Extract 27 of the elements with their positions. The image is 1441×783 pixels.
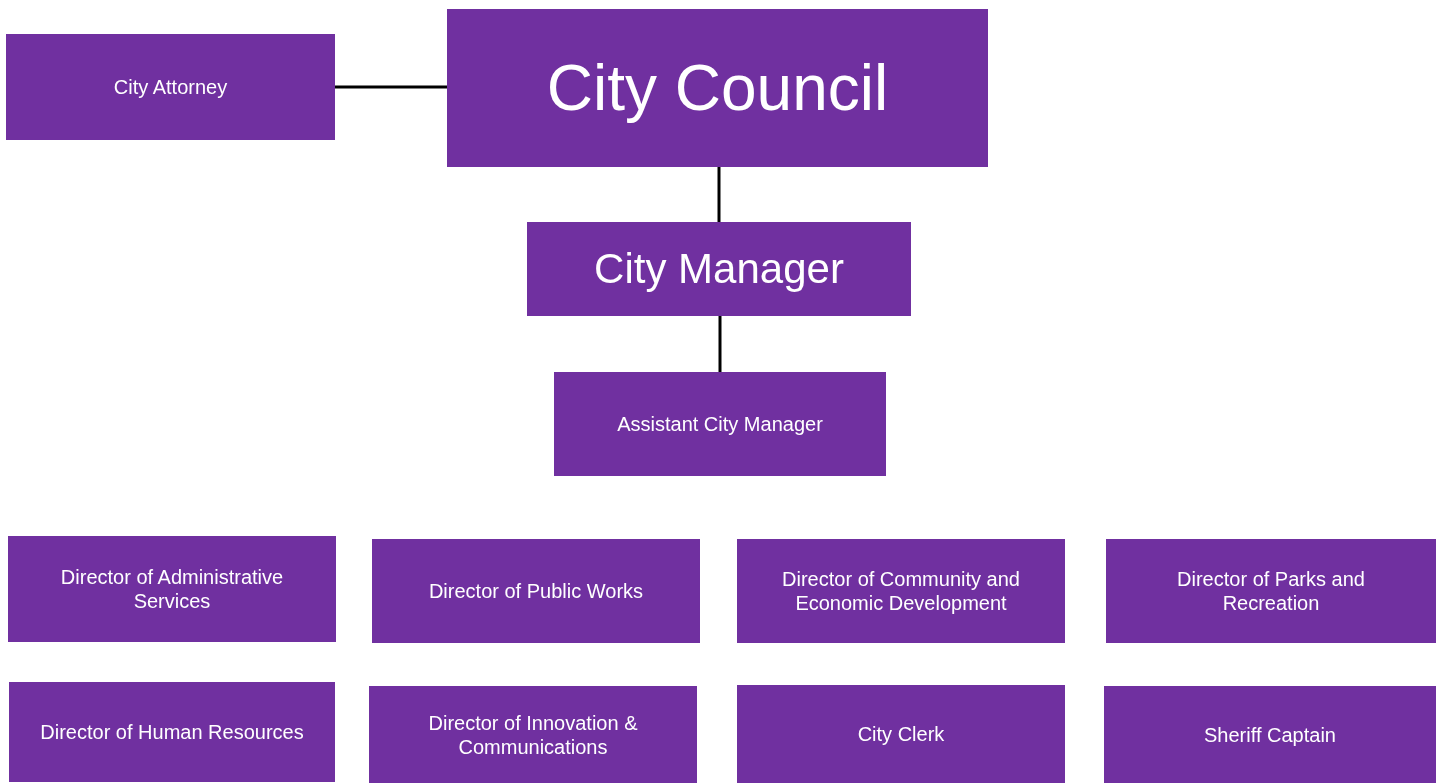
position-title: Director of Human Resources (40, 720, 304, 744)
position-title: Director of Community and Economic Development (781, 567, 1021, 615)
position-title: City Clerk (857, 722, 945, 746)
position-box (527, 222, 911, 316)
position-box (447, 9, 988, 167)
position-box (6, 34, 335, 140)
position-title: Assistant City Manager (617, 412, 823, 436)
position-title: Sheriff Captain (1204, 722, 1336, 747)
position-title: Director of Administrative Services (59, 565, 285, 613)
connector-line (335, 85, 447, 89)
connector-line (718, 316, 722, 372)
position-box (1104, 686, 1436, 783)
position-title: Director of Public Works (428, 579, 644, 603)
position-box (737, 685, 1065, 783)
position-box (369, 686, 697, 783)
position-title: City Council (546, 50, 889, 126)
position-box (8, 536, 336, 642)
connector-line (717, 167, 721, 222)
position-title: Director of Innovation & Communications (427, 710, 639, 759)
position-title: City Attorney (113, 75, 228, 99)
position-box (1106, 539, 1436, 643)
position-title: City Manager (594, 243, 844, 294)
position-title: Director of Parks and Recreation (1176, 567, 1366, 615)
position-box (554, 372, 886, 476)
position-box (737, 539, 1065, 643)
position-box (372, 539, 700, 643)
position-box (9, 682, 335, 782)
